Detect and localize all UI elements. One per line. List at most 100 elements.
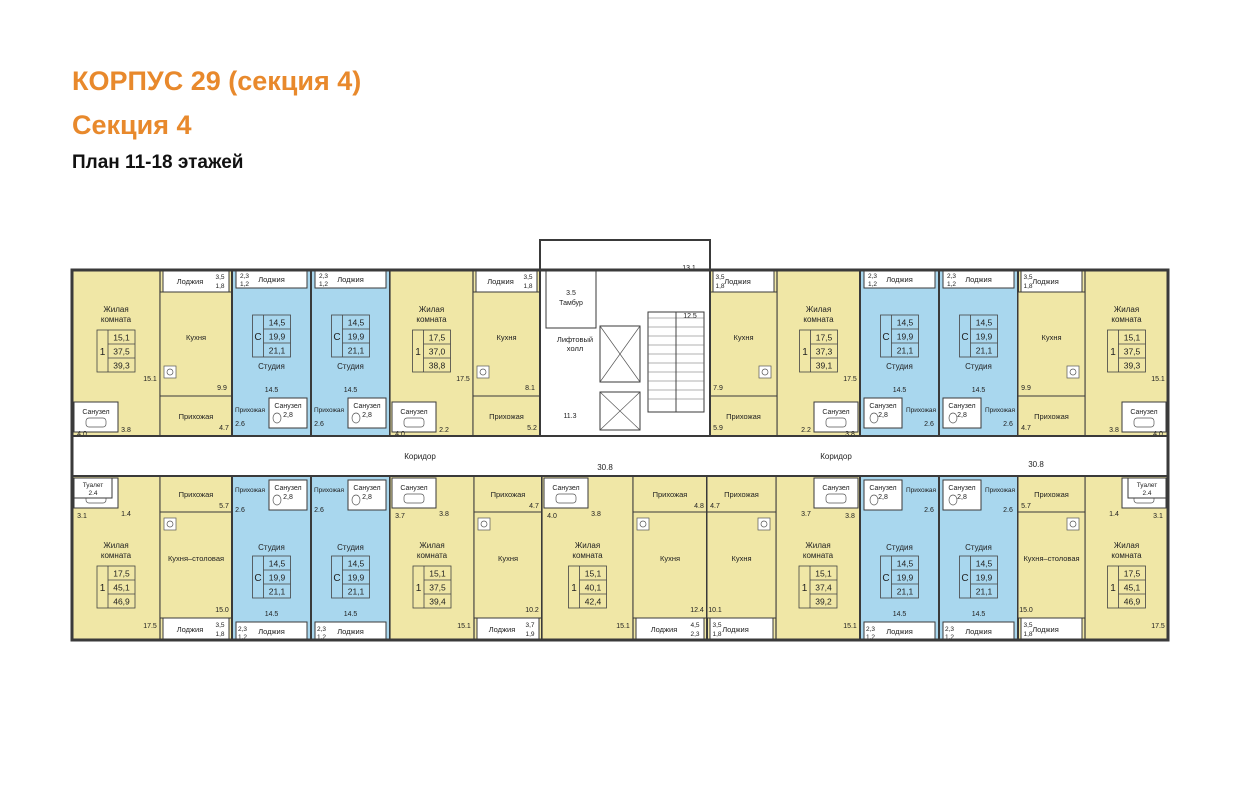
loggia-area-2: 1,2: [947, 281, 956, 288]
loggia-area-2: 1,8: [215, 631, 224, 638]
loggia-area-2: 1,2: [319, 281, 328, 288]
area-box: [331, 555, 370, 599]
living-room-area: 15.1: [843, 623, 857, 630]
hall-area: 2.6: [314, 421, 324, 428]
apartment-top-5: Жилаякомната117,537,339,117.5Кухня7.9Лод…: [709, 269, 861, 438]
apartment-type-mark: 1: [1110, 347, 1116, 358]
section-title: Секция 4: [72, 110, 192, 140]
bathroom: [863, 397, 903, 429]
area-box: [412, 565, 452, 609]
area-box: [568, 565, 607, 609]
hall-label: Прихожая: [906, 407, 937, 414]
apartment-bottom-7: Лоджия2,31,2Санузел2,8Прихожая2.6С14,519…: [859, 475, 940, 641]
apartment-area-value: 21,1: [269, 346, 286, 356]
apartment-area-value: 39,3: [113, 361, 130, 371]
hall-area: 5.9: [713, 425, 723, 432]
apartment-area-value: 14,5: [269, 559, 286, 569]
loggia-label: Лоджия: [177, 277, 204, 286]
bathroom-area: 3.1: [77, 513, 87, 520]
area-box: [412, 329, 451, 373]
hall-label: Прихожая: [491, 490, 526, 499]
apartment-area-value: 14,5: [269, 318, 286, 328]
bathroom: [942, 479, 982, 511]
living-room-label-2: комната: [1111, 551, 1142, 560]
area-box: [1107, 329, 1146, 373]
apartment-area-value: 21,1: [897, 346, 914, 356]
toilet-icon: [948, 412, 958, 424]
building-title: КОРПУС 29 (секция 4): [72, 66, 362, 96]
area-box: [252, 555, 291, 599]
stove-burner: [1069, 520, 1077, 528]
apartment-area-value: 21,1: [269, 587, 286, 597]
loggia-area: 3,5: [1023, 622, 1032, 629]
living-room-area: 17.5: [456, 376, 470, 383]
bathroom-area: 2,8: [957, 494, 967, 501]
hall-area: 2.6: [924, 507, 934, 514]
apartment-area-value: 40,1: [585, 583, 602, 593]
stove-burner: [479, 368, 487, 376]
bathtub-icon: [825, 417, 847, 428]
toilet-icon: [351, 494, 361, 506]
bathtub-icon: [403, 493, 425, 504]
room-label: Студия: [337, 362, 364, 371]
apartment-area-value: 21,1: [348, 587, 365, 597]
bathroom-label: Санузел: [822, 485, 849, 492]
bathtub-icon: [555, 493, 577, 504]
kitchen-area: 8.1: [525, 385, 535, 392]
apartment-area-value: 15,1: [585, 569, 602, 579]
living-room-label-1: Жилая: [1114, 541, 1139, 550]
room-label: Студия: [258, 543, 285, 552]
hall-label: Прихожая: [1034, 412, 1069, 421]
corridor-label-left: Коридор: [404, 452, 436, 461]
bathroom: [347, 397, 387, 429]
apartment-top-8: Жилаякомната115,137,539,315.1Кухня9.9Лод…: [1017, 269, 1169, 438]
apartment-type-mark: С: [254, 573, 261, 584]
lift-hall-area: 12.5: [683, 313, 697, 320]
apartment-area-value: 19,9: [897, 573, 914, 583]
living-room-label-2: комната: [416, 315, 447, 324]
loggia-area: 2,3: [947, 273, 956, 280]
room-label: Студия: [886, 362, 913, 371]
hall-area: 2.6: [314, 507, 324, 514]
hall-area: 4.7: [1021, 425, 1031, 432]
apartment-area-value: 38,8: [429, 361, 446, 371]
apartment-area-value: 37,5: [1124, 347, 1141, 357]
bathroom: [813, 477, 859, 509]
loggia-label: Лоджия: [337, 275, 364, 284]
loggia-label: Лоджия: [886, 627, 913, 636]
loggia-area-2: 1,8: [215, 283, 224, 290]
loggia-area: 2,3: [319, 273, 328, 280]
room-label: Студия: [258, 362, 285, 371]
hall: [159, 475, 233, 513]
hall-label: Прихожая: [314, 487, 345, 494]
stove-icon: [758, 365, 772, 379]
hall-label: Прихожая: [489, 412, 524, 421]
hall-label: Прихожая: [235, 487, 266, 494]
lift-lobby-area: 11.3: [563, 413, 576, 420]
area-box: [798, 565, 838, 609]
hall-area: 4.7: [219, 425, 229, 432]
apartment-type-mark: С: [961, 332, 968, 343]
apartment-type-mark: С: [254, 332, 261, 343]
bathroom-label: Санузел: [82, 409, 109, 416]
loggia-label: Лоджия: [722, 625, 749, 634]
hall-label: Прихожая: [906, 487, 937, 494]
bathroom-area: 4.0: [77, 431, 87, 438]
extra-area: 1.4: [121, 511, 131, 518]
apartment-area-value: 39,3: [1124, 361, 1141, 371]
bathroom: [813, 401, 859, 433]
loggia-area: 2,3: [238, 626, 247, 633]
apartment-bottom-3: Лоджия2,31,2Санузел2,8Прихожая2.6С14,519…: [310, 475, 391, 641]
apartment-area-value: 21,1: [976, 587, 993, 597]
toilet-icon: [948, 494, 958, 506]
hall-label: Прихожая: [985, 407, 1016, 414]
apartment-bottom-9: Жилаякомната117,545,146,917.5Кухня–столо…: [1017, 475, 1169, 641]
stove-burner: [480, 520, 488, 528]
apartment-type-mark: С: [333, 332, 340, 343]
hall-area: 2.6: [235, 421, 245, 428]
apartment-area-value: 14,5: [897, 559, 914, 569]
apartment-area-value: 19,9: [269, 332, 286, 342]
apartment-area-value: 19,9: [976, 332, 993, 342]
room-area: 14.5: [265, 387, 279, 394]
apartment-top-4: Жилаякомната117,537,038,817.5Кухня8.1Лод…: [389, 269, 541, 438]
